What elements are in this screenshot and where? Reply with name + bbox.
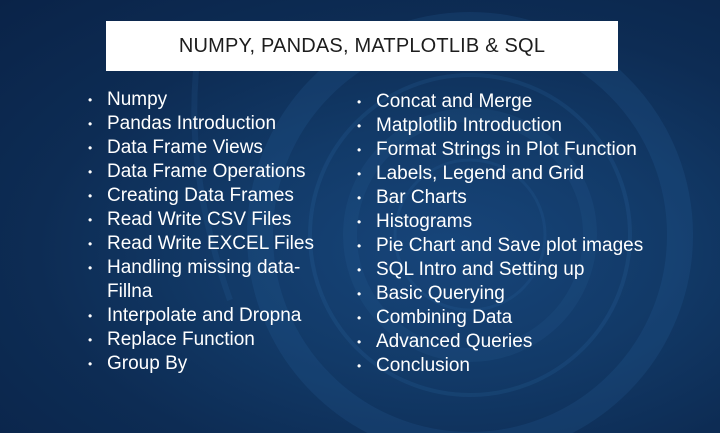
bullet-icon: •	[357, 287, 362, 301]
left-topic-list: •Numpy •Pandas Introduction •Data Frame …	[86, 88, 336, 376]
list-item: •Data Frame Views	[88, 137, 263, 158]
list-item: •Advanced Queries	[357, 331, 533, 352]
list-item: •Concat and Merge	[357, 91, 533, 112]
list-item: •Read Write EXCEL Files	[88, 233, 314, 254]
list-item: •Group By	[88, 353, 188, 374]
bullet-icon: •	[88, 213, 93, 227]
bullet-icon: •	[357, 143, 362, 157]
bullet-icon: •	[88, 357, 93, 371]
list-item: •Replace Function	[88, 329, 255, 350]
right-topic-list: •Concat and Merge •Matplotlib Introducti…	[355, 90, 695, 378]
list-item: •Labels, Legend and Grid	[357, 163, 585, 184]
bullet-icon: •	[88, 189, 93, 203]
bullet-icon: •	[357, 167, 362, 181]
list-item: •Creating Data Frames	[88, 185, 294, 206]
list-item: •Matplotlib Introduction	[357, 115, 562, 136]
bullet-icon: •	[357, 311, 362, 325]
bullet-icon: •	[357, 263, 362, 277]
bullet-icon: •	[88, 333, 93, 347]
list-item: •Bar Charts	[357, 187, 467, 208]
list-item: •Handling missing data-Fillna	[88, 257, 301, 302]
list-item: •Basic Querying	[357, 283, 505, 304]
bullet-icon: •	[88, 93, 93, 107]
list-item: •Numpy	[88, 89, 168, 110]
bullet-icon: •	[88, 309, 93, 323]
bullet-icon: •	[88, 237, 93, 251]
list-item: •Combining Data	[357, 307, 513, 328]
slide-title: NUMPY, PANDAS, MATPLOTLIB & SQL	[178, 34, 546, 57]
list-item: •Conclusion	[357, 355, 470, 376]
list-item: •Data Frame Operations	[88, 161, 306, 182]
bullet-icon: •	[88, 141, 93, 155]
title-box: NUMPY, PANDAS, MATPLOTLIB & SQL	[106, 21, 618, 71]
bullet-icon: •	[357, 95, 362, 109]
bullet-icon: •	[88, 165, 93, 179]
list-item: •Read Write CSV Files	[88, 209, 292, 230]
bullet-icon: •	[88, 117, 93, 131]
bullet-icon: •	[357, 359, 362, 373]
list-item: •SQL Intro and Setting up	[357, 259, 585, 280]
bullet-icon: •	[357, 215, 362, 229]
bullet-icon: •	[357, 335, 362, 349]
list-item: •Format Strings in Plot Function	[357, 139, 637, 160]
list-item: •Pie Chart and Save plot images	[357, 235, 644, 256]
bullet-icon: •	[357, 239, 362, 253]
bullet-icon: •	[357, 119, 362, 133]
bullet-icon: •	[357, 191, 362, 205]
list-item: •Interpolate and Dropna	[88, 305, 302, 326]
bullet-icon: •	[88, 261, 93, 275]
list-item: •Pandas Introduction	[88, 113, 277, 134]
list-item: •Histograms	[357, 211, 473, 232]
